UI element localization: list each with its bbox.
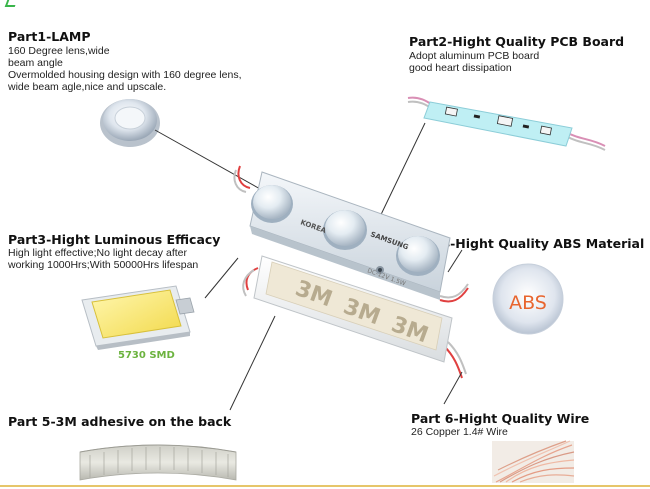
part3-title: Part3-Hight Luminous Efficacy bbox=[8, 232, 221, 247]
part3-line-1: High light effective;No light decay afte… bbox=[8, 247, 187, 259]
part1-line-1: 160 Degree lens,wide bbox=[8, 45, 110, 57]
part3-line-2: working 1000Hrs;With 50000Hrs lifespan bbox=[8, 259, 199, 271]
pointer-line-6 bbox=[443, 371, 463, 405]
part6-block: Part 6-Hight Quality Wire 26 Copper 1.4#… bbox=[411, 411, 589, 438]
pointer-line-4 bbox=[447, 249, 463, 273]
lamp-lens bbox=[100, 99, 160, 147]
pointer-line-5 bbox=[229, 315, 276, 411]
part6-title: Part 6-Hight Quality Wire bbox=[411, 411, 590, 426]
pointer-line-3 bbox=[204, 257, 239, 299]
tape-roll bbox=[79, 444, 237, 481]
part5-title: Part 5-3M adhesive on the back bbox=[8, 414, 232, 429]
part2-block: Part2-Hight Quality PCB Board Adopt alum… bbox=[409, 34, 624, 74]
module-back: 3M 3M 3M bbox=[242, 255, 467, 379]
part1-line-3: Overmolded housing design with 160 degre… bbox=[8, 69, 242, 81]
pointer-line-2 bbox=[375, 122, 426, 226]
part2-line-2: good heart dissipation bbox=[409, 62, 512, 74]
part3-block: Part3-Hight Luminous Efficacy High light… bbox=[8, 232, 220, 271]
part2-line-1: Adopt aluminum PCB board bbox=[409, 50, 540, 62]
bottom-divider bbox=[0, 485, 650, 487]
pointer-line-1 bbox=[154, 129, 263, 191]
smd-label: 5730 SMD bbox=[118, 350, 175, 361]
part1-line-2: beam angle bbox=[8, 57, 63, 69]
part2-title: Part2-Hight Quality PCB Board bbox=[409, 34, 625, 49]
part4-title: Part4-Hight Quality ABS Material bbox=[412, 236, 645, 251]
abs-material-ball: ABS bbox=[492, 263, 564, 335]
part1-block: Part1-LAMP 160 Degree lens,wide beam ang… bbox=[8, 29, 241, 93]
smd-chip bbox=[81, 285, 195, 350]
pcb-board bbox=[407, 96, 606, 151]
wire-bundle bbox=[492, 440, 575, 483]
part1-line-4: wide beam agle,nice and upscale. bbox=[8, 81, 167, 93]
abs-label: ABS bbox=[509, 292, 547, 314]
part6-line-1: 26 Copper 1.4# Wire bbox=[411, 426, 508, 438]
part1-title: Part1-LAMP bbox=[8, 29, 91, 44]
